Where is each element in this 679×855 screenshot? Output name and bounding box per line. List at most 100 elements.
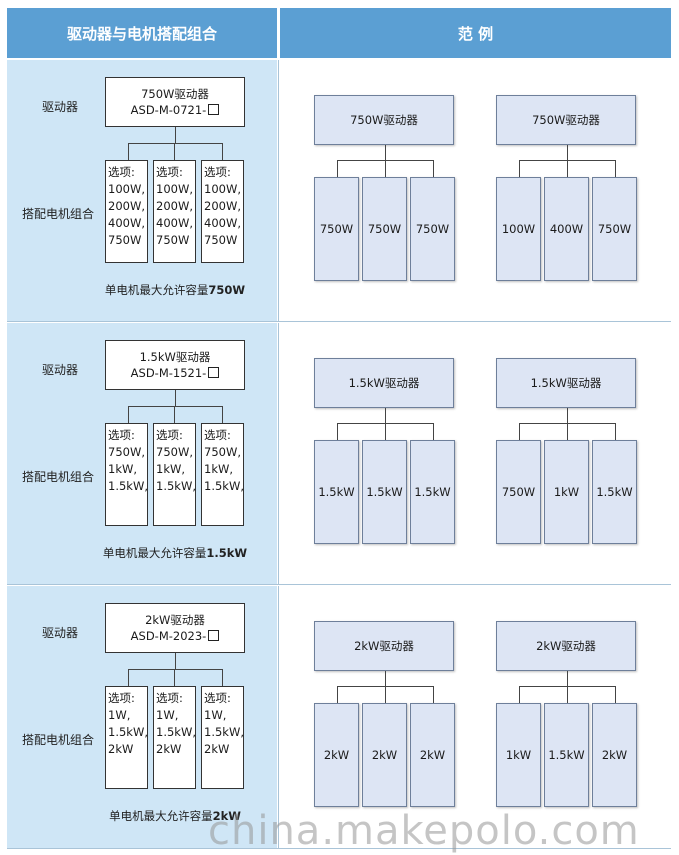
option-line: 2kW xyxy=(156,742,182,756)
option-box: 选项:1W,1.5kW,2kW xyxy=(201,686,244,789)
driver-model-line: ASD-M-0721- xyxy=(106,102,244,118)
option-line: 选项: xyxy=(108,165,135,179)
connector-vertical xyxy=(337,686,338,703)
option-box: 选项:100W,200W,400W,750W xyxy=(105,160,148,263)
max-capacity-caption: 单电机最大允许容量2kW xyxy=(80,808,270,824)
example-motor-box: 750W xyxy=(592,177,637,281)
connector-vertical xyxy=(567,160,568,177)
connector-vertical xyxy=(433,160,434,177)
connector-vertical xyxy=(433,686,434,703)
option-line: 100W, xyxy=(156,182,193,196)
option-line: 选项: xyxy=(156,165,183,179)
option-line: 选项: xyxy=(156,428,183,442)
connector-vertical xyxy=(385,686,386,703)
driver-box: 750W驱动器 ASD-M-0721- xyxy=(105,77,245,127)
label-driver: 驱动器 xyxy=(42,626,79,640)
connector-vertical xyxy=(385,160,386,177)
example-motor-box: 750W xyxy=(362,177,407,281)
connector-vertical xyxy=(128,143,129,160)
caption-text: 单电机最大允许容量 xyxy=(104,283,209,297)
option-line: 选项: xyxy=(156,691,183,705)
header-left: 驱动器与电机搭配组合 xyxy=(7,8,277,58)
option-line: 100W, xyxy=(108,182,145,196)
connector-vertical xyxy=(128,406,129,423)
example-motor-box: 750W xyxy=(410,177,455,281)
example-driver-box: 750W驱动器 xyxy=(314,95,454,145)
option-line: 1W, xyxy=(204,708,227,722)
option-line: 1.5kW, xyxy=(156,725,196,739)
example-driver-box: 1.5kW驱动器 xyxy=(496,358,636,408)
option-box: 选项:100W,200W,400W,750W xyxy=(153,160,196,263)
row-separator xyxy=(7,584,671,585)
option-line: 750W, xyxy=(156,445,193,459)
example-motor-box: 1.5kW xyxy=(592,440,637,544)
connector-vertical xyxy=(175,390,176,407)
option-line: 200W, xyxy=(204,199,241,213)
label-motor-combo: 搭配电机组合 xyxy=(22,207,95,221)
column-separator xyxy=(278,60,279,322)
option-box: 选项:1W,1.5kW,2kW xyxy=(105,686,148,789)
connector-vertical xyxy=(174,669,175,686)
label-motor-combo: 搭配电机组合 xyxy=(22,470,95,484)
connector-vertical xyxy=(128,669,129,686)
driver-box-model: ASD-M-0721- xyxy=(130,103,207,117)
option-line: 750W, xyxy=(108,445,145,459)
option-line: 选项: xyxy=(204,428,231,442)
example-driver-box: 2kW驱动器 xyxy=(314,621,454,671)
driver-box: 2kW驱动器 ASD-M-2023- xyxy=(105,603,245,653)
option-line: 1.5kW, xyxy=(204,725,244,739)
caption-value: 750W xyxy=(208,283,246,297)
connector-vertical xyxy=(222,669,223,686)
example-motor-box: 2kW xyxy=(410,703,455,807)
example-motor-box: 1.5kW xyxy=(314,440,359,544)
connector-vertical xyxy=(337,423,338,440)
example-motor-box: 2kW xyxy=(314,703,359,807)
connector-vertical xyxy=(337,160,338,177)
option-line: 2kW xyxy=(204,742,230,756)
column-separator xyxy=(278,323,279,585)
example-motor-box: 1.5kW xyxy=(410,440,455,544)
connector-vertical xyxy=(567,686,568,703)
example-driver-box: 2kW驱动器 xyxy=(496,621,636,671)
option-line: 400W, xyxy=(156,216,193,230)
driver-box-model: ASD-M-1521- xyxy=(130,366,207,380)
connector-vertical xyxy=(567,423,568,440)
option-line: 750W xyxy=(204,233,238,247)
connector-vertical xyxy=(175,653,176,670)
driver-box-name: 2kW驱动器 xyxy=(145,613,205,627)
option-line: 1kW, xyxy=(156,462,186,476)
connector-vertical xyxy=(519,160,520,177)
example-motor-box: 750W xyxy=(496,440,541,544)
example-motor-box: 1kW xyxy=(496,703,541,807)
example-driver-box: 750W驱动器 xyxy=(496,95,636,145)
placeholder-square-icon xyxy=(208,630,220,641)
option-line: 400W, xyxy=(108,216,145,230)
option-box: 选项: 750W, 1kW, 1.5kW, xyxy=(201,423,244,526)
caption-text: 单电机最大允许容量 xyxy=(102,546,207,560)
option-line: 1kW, xyxy=(108,462,138,476)
watermark: china.makepolo.com xyxy=(208,808,640,854)
option-line: 750W xyxy=(156,233,190,247)
header-right: 范 例 xyxy=(280,8,671,58)
row-separator xyxy=(7,321,671,322)
option-line: 1W, xyxy=(156,708,179,722)
example-motor-box: 400W xyxy=(544,177,589,281)
connector-vertical xyxy=(222,406,223,423)
option-line: 选项: xyxy=(204,165,231,179)
driver-box-model: ASD-M-2023- xyxy=(130,629,207,643)
option-line: 750W, xyxy=(204,445,241,459)
driver-box-name: 750W驱动器 xyxy=(141,87,209,101)
connector-vertical xyxy=(615,423,616,440)
caption-text: 单电机最大允许容量 xyxy=(109,809,213,823)
label-driver: 驱动器 xyxy=(42,100,79,114)
option-box: 选项:750W,1kW,1.5kW, xyxy=(105,423,148,526)
label-driver: 驱动器 xyxy=(42,363,79,377)
example-motor-box: 100W xyxy=(496,177,541,281)
caption-value: 1.5kW xyxy=(206,546,248,560)
option-line: 选项: xyxy=(108,691,135,705)
option-line: 1.5kW, xyxy=(204,479,244,493)
connector-vertical xyxy=(222,143,223,160)
option-line: 750W xyxy=(108,233,142,247)
option-line: 1kW, xyxy=(204,462,234,476)
